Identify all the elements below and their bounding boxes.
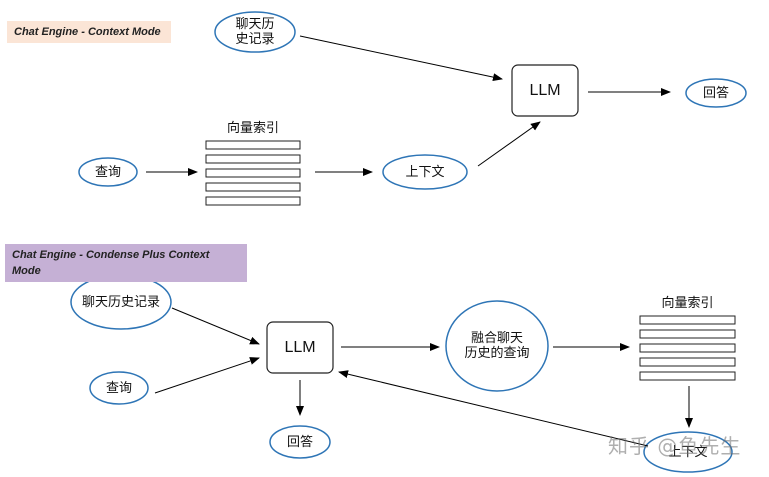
s2-merged-node bbox=[445, 300, 549, 392]
watermark-text: 知乎 @鱼先生 bbox=[608, 434, 742, 458]
s2-arrow-query-llm bbox=[154, 357, 260, 394]
s1-mode-title: Chat Engine - Context Mode bbox=[7, 21, 171, 43]
s2-arrow-history-llm bbox=[171, 307, 260, 345]
s1-llm-node bbox=[511, 64, 579, 117]
s2-query-node bbox=[89, 371, 149, 405]
s2-arrow-context-llm bbox=[338, 370, 649, 447]
s1-query-node bbox=[78, 157, 138, 187]
s2-llm-node bbox=[266, 321, 334, 374]
s1-context-node bbox=[382, 154, 468, 190]
s2-context-node bbox=[643, 431, 733, 473]
s1-arrow-history-llm bbox=[299, 35, 503, 82]
s2-mode-title: Chat Engine - Condense Plus Context Mode bbox=[5, 244, 247, 282]
s2-answer-node bbox=[269, 425, 331, 459]
s1-vector-index bbox=[205, 140, 301, 206]
s2-vector-index bbox=[639, 315, 736, 381]
s1-answer-node bbox=[685, 78, 747, 108]
s1-arrow-context-llm bbox=[477, 121, 541, 167]
s1-history-node bbox=[214, 11, 296, 53]
s2-history-node bbox=[70, 274, 172, 330]
